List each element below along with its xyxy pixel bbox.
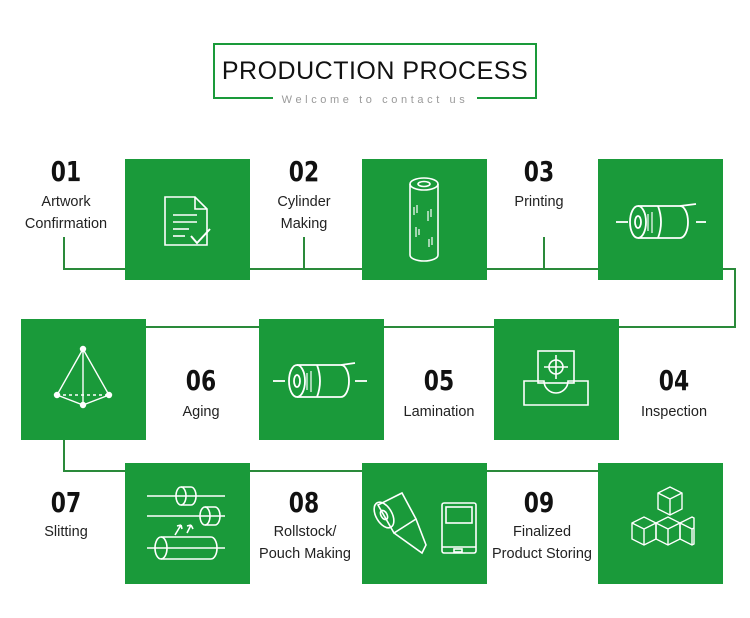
step-label: Aging	[182, 404, 220, 420]
step-number: 09	[523, 486, 555, 519]
step-number: 03	[523, 155, 555, 188]
step-box-inspection	[494, 319, 619, 440]
step-number: 08	[288, 486, 320, 519]
step-label: Printing	[514, 194, 564, 210]
printing-roller-icon	[616, 203, 706, 239]
pyramid-icon	[53, 345, 113, 409]
step-box-slitting	[125, 463, 250, 584]
step-number: 05	[423, 364, 455, 397]
step-box-aging	[21, 319, 146, 440]
step-box-artwork-confirmation	[125, 159, 250, 280]
step-number: 02	[288, 155, 320, 188]
connector-line	[303, 237, 305, 269]
step-box-lamination	[259, 319, 384, 440]
connector-line	[734, 268, 736, 327]
step-box-rollstock-pouch	[362, 463, 487, 584]
step-label: Rollstock/Pouch Making	[259, 524, 351, 562]
cylinder-icon	[409, 177, 439, 262]
step-box-cylinder-making	[362, 159, 487, 280]
step-number: 04	[658, 364, 690, 397]
connector-line	[543, 237, 545, 269]
page-subtitle: Welcome to contact us	[0, 94, 750, 106]
slitting-rollers-icon	[147, 486, 225, 560]
title-frame: PRODUCTION PROCESS	[213, 43, 537, 99]
roll-and-pouch-icon	[373, 491, 477, 555]
step-number: 01	[50, 155, 82, 188]
document-check-icon	[164, 196, 211, 246]
inspection-target-icon	[523, 350, 589, 406]
step-label: Lamination	[403, 404, 475, 420]
lamination-roller-icon	[273, 362, 367, 398]
stacked-boxes-icon	[631, 486, 695, 546]
step-label: Slitting	[44, 524, 88, 540]
step-number: 06	[185, 364, 217, 397]
step-number: 07	[50, 486, 82, 519]
connector-line	[63, 440, 65, 471]
step-box-printing	[598, 159, 723, 280]
step-label: Inspection	[640, 404, 708, 420]
connector-line	[63, 237, 65, 269]
connector-line	[40, 326, 736, 328]
page-title: PRODUCTION PROCESS	[221, 57, 529, 85]
connector-line	[63, 470, 623, 472]
step-box-product-storing	[598, 463, 723, 584]
